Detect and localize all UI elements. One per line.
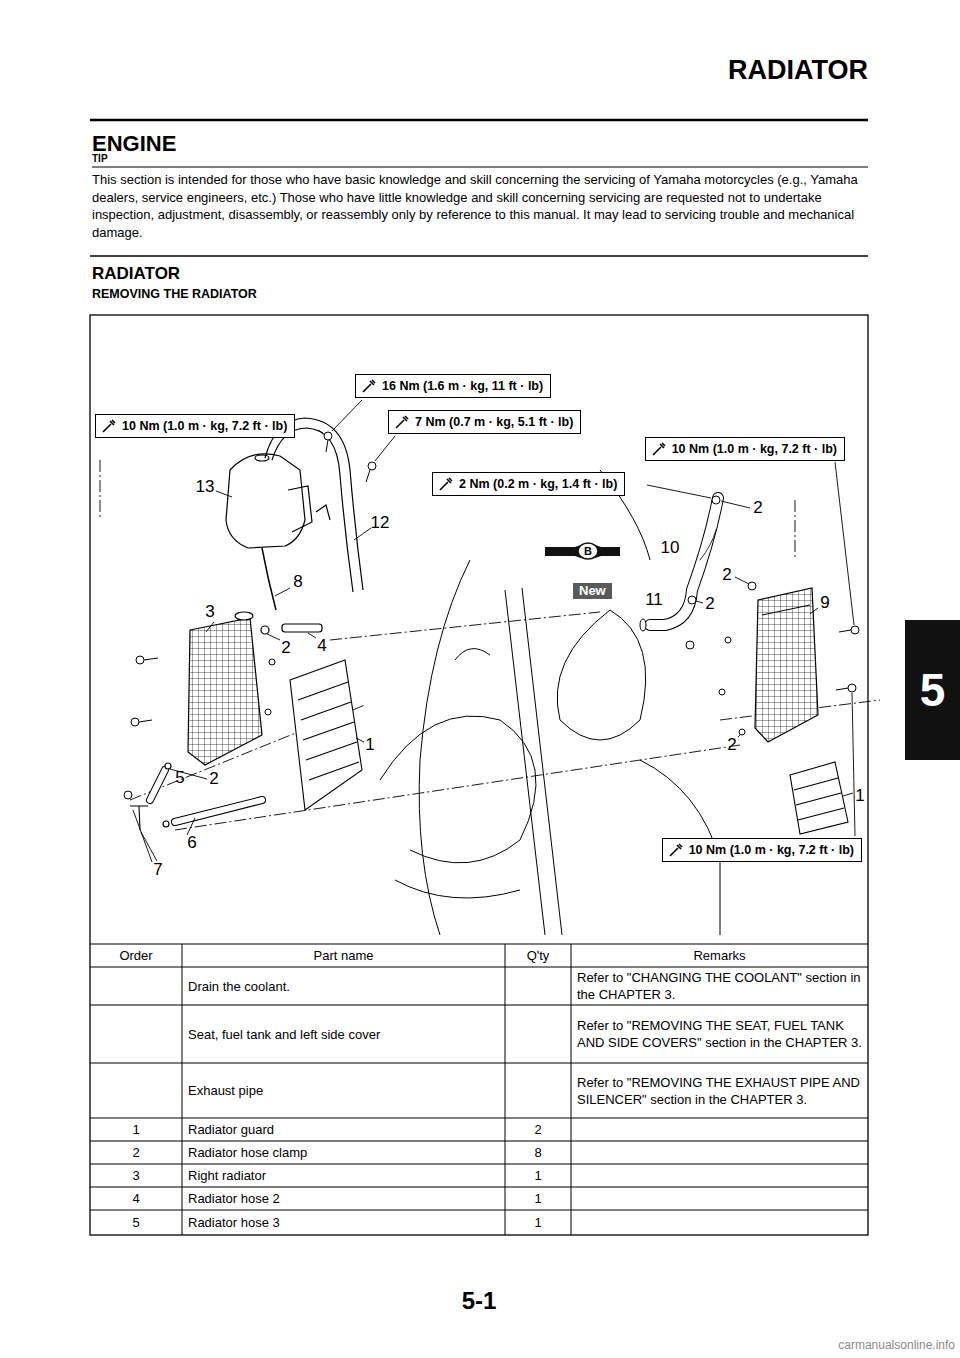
table-cell: Refer to "REMOVING THE EXHAUST PIPE AND … bbox=[577, 1063, 862, 1118]
new-part-badge: New bbox=[573, 583, 612, 599]
table-cell: 8 bbox=[511, 1141, 565, 1164]
table-cell: Radiator hose 2 bbox=[188, 1187, 499, 1210]
torque-value: 2 Nm (0.2 m · kg, 1.4 ft · lb) bbox=[459, 477, 617, 491]
torque-spec-box: 10 Nm (1.0 m · kg, 7.2 ft · lb) bbox=[662, 838, 862, 862]
callout-number: 11 bbox=[645, 590, 663, 610]
callout-number: 2 bbox=[281, 638, 290, 658]
table-cell: Refer to "CHANGING THE COOLANT" section … bbox=[577, 967, 862, 1005]
table-cell: Drain the coolant. bbox=[188, 967, 499, 1005]
wrench-icon bbox=[438, 476, 454, 492]
table-cell: Radiator hose clamp bbox=[188, 1141, 499, 1164]
torque-value: 10 Nm (1.0 m · kg, 7.2 ft · lb) bbox=[672, 442, 837, 456]
callout-number: 13 bbox=[196, 477, 215, 497]
callout-number: 1 bbox=[365, 735, 374, 755]
callout-number: 2 bbox=[753, 498, 762, 518]
chapter-tab: 5 bbox=[905, 620, 960, 760]
callout-number: 10 bbox=[661, 538, 680, 558]
callout-number: 8 bbox=[293, 572, 302, 592]
callout-number: 2 bbox=[722, 565, 731, 585]
watermark: carmanualsonline.info bbox=[838, 1338, 955, 1352]
table-cell: 1 bbox=[511, 1187, 565, 1210]
torque-value: 10 Nm (1.0 m · kg, 7.2 ft · lb) bbox=[122, 419, 287, 433]
tip-text: This section is intended for those who h… bbox=[92, 171, 868, 241]
lubricant-mark: B bbox=[584, 545, 592, 557]
callout-number: 1 bbox=[855, 786, 864, 806]
table-cell: Remarks bbox=[577, 944, 862, 967]
wrench-icon bbox=[361, 378, 377, 394]
callout-number: 2 bbox=[727, 735, 736, 755]
table-cell: Radiator guard bbox=[188, 1118, 499, 1141]
table-cell: Radiator hose 3 bbox=[188, 1210, 499, 1235]
table-cell: Refer to "REMOVING THE SEAT, FUEL TANK A… bbox=[577, 1005, 862, 1063]
callout-number: 12 bbox=[371, 513, 390, 533]
callout-number: 3 bbox=[205, 602, 214, 622]
wrench-icon bbox=[668, 842, 684, 858]
callout-number: 6 bbox=[187, 833, 196, 853]
table-cell: 4 bbox=[96, 1187, 176, 1210]
table-cell: 1 bbox=[96, 1118, 176, 1141]
table-cell: Order bbox=[96, 944, 176, 967]
table-cell: 2 bbox=[96, 1141, 176, 1164]
tip-label: TIP bbox=[92, 153, 108, 164]
torque-value: 10 Nm (1.0 m · kg, 7.2 ft · lb) bbox=[689, 843, 854, 857]
torque-value: 7 Nm (0.7 m · kg, 5.1 ft · lb) bbox=[415, 415, 573, 429]
procedure-heading: REMOVING THE RADIATOR bbox=[92, 287, 257, 301]
page-number: 5-1 bbox=[462, 1287, 497, 1315]
torque-value: 16 Nm (1.6 m · kg, 11 ft · lb) bbox=[382, 379, 543, 393]
table-cell: Q'ty bbox=[511, 944, 565, 967]
torque-spec-box: 10 Nm (1.0 m · kg, 7.2 ft · lb) bbox=[645, 437, 845, 461]
table-cell: 3 bbox=[96, 1164, 176, 1187]
table-cell: Seat, fuel tank and left side cover bbox=[188, 1005, 499, 1063]
tab-number: 5 bbox=[920, 663, 946, 717]
table-cell: 2 bbox=[511, 1118, 565, 1141]
callout-number: 4 bbox=[317, 636, 326, 656]
wrench-icon bbox=[394, 414, 410, 430]
callout-number: 5 bbox=[175, 768, 184, 788]
torque-spec-box: 10 Nm (1.0 m · kg, 7.2 ft · lb) bbox=[95, 414, 295, 438]
torque-spec-box: 2 Nm (0.2 m · kg, 1.4 ft · lb) bbox=[432, 472, 625, 496]
torque-spec-box: 7 Nm (0.7 m · kg, 5.1 ft · lb) bbox=[388, 410, 581, 434]
callout-number: 7 bbox=[153, 860, 162, 880]
badge-text: New bbox=[579, 583, 606, 598]
table-cell: Part name bbox=[188, 944, 499, 967]
torque-spec-box: 16 Nm (1.6 m · kg, 11 ft · lb) bbox=[355, 374, 551, 398]
table-cell: 5 bbox=[96, 1210, 176, 1235]
wrench-icon bbox=[651, 441, 667, 457]
wrench-icon bbox=[101, 418, 117, 434]
table-cell: 1 bbox=[511, 1164, 565, 1187]
callout-number: 2 bbox=[705, 594, 714, 614]
callout-number: 9 bbox=[820, 593, 829, 613]
callout-number: 2 bbox=[209, 769, 218, 789]
page-title: RADIATOR bbox=[728, 55, 868, 86]
table-cell: Exhaust pipe bbox=[188, 1063, 499, 1118]
subsection-heading: RADIATOR bbox=[92, 264, 180, 284]
table-cell: 1 bbox=[511, 1210, 565, 1235]
table-cell: Right radiator bbox=[188, 1164, 499, 1187]
